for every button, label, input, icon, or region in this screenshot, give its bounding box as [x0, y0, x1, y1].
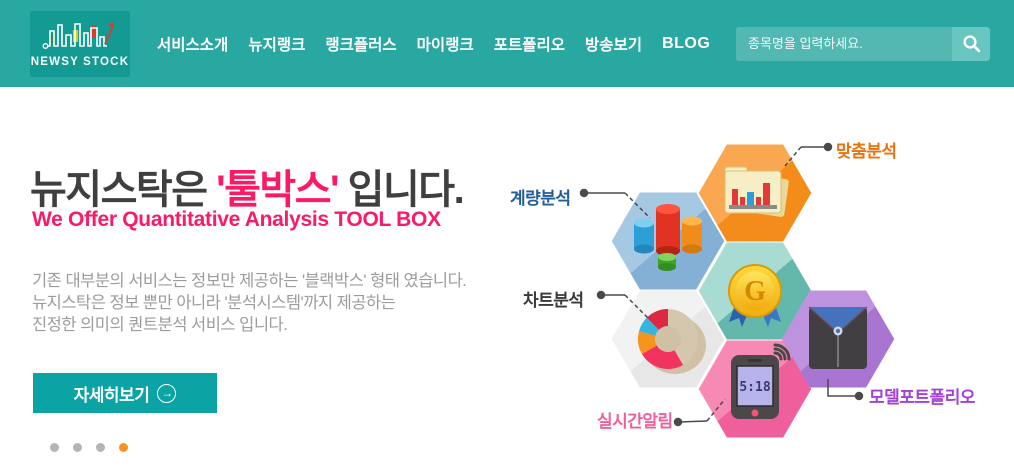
cylinder-bar-chart-icon	[634, 204, 702, 271]
carousel-dot-4-active[interactable]	[119, 443, 128, 452]
nav-item-rank-plus[interactable]: 랭크플러스	[325, 36, 397, 54]
search-button[interactable]	[952, 26, 990, 61]
see-more-label: 자세히보기	[73, 385, 150, 405]
headline-suffix: 입니다.	[338, 168, 465, 212]
feature-hexagon-diagram: G	[460, 117, 1014, 467]
see-more-button[interactable]: 자세히보기 →	[33, 373, 217, 413]
label-custom-analysis: 맞춤분석	[836, 142, 897, 161]
nav-item-broadcast[interactable]: 방송보기	[585, 36, 643, 54]
nav-item-blog[interactable]: BLOG	[662, 34, 711, 52]
description-line: 기존 대부분의 서비스는 정보만 제공하는 '블랙박스' 형태 였습니다.	[32, 272, 467, 290]
label-model-portfolio: 모델포트폴리오	[869, 388, 975, 407]
carousel-dot-1[interactable]	[50, 443, 59, 452]
donut-chart-icon	[637, 308, 706, 374]
main-nav: 서비스소개 뉴지랭크 랭크플러스 마이랭크 포트폴리오 방송보기 BLOG	[147, 23, 720, 65]
carousel-dot-2[interactable]	[73, 443, 82, 452]
label-quant-analysis: 계량분석	[510, 189, 571, 208]
label-chart-analysis: 차트분석	[523, 291, 584, 310]
page-title: 뉴지스탁은 '툴박스' 입니다.	[30, 157, 465, 215]
hero-description: 기존 대부분의 서비스는 정보만 제공하는 '블랙박스' 형태 였습니다. 뉴지…	[32, 270, 467, 336]
logo[interactable]: NEWSY STOCK	[30, 10, 130, 77]
hero-banner: 뉴지스탁은 '툴박스' 입니다. We Offer Quantitative A…	[0, 87, 1014, 467]
headline-accent: '툴박스'	[216, 168, 339, 212]
logo-chart-icon	[42, 22, 114, 50]
gold-medal-icon: G	[728, 264, 782, 327]
nav-item-newsy-rank[interactable]: 뉴지랭크	[248, 36, 306, 54]
alarm-phone-icon: 5:18	[731, 343, 791, 419]
carousel-dot-3[interactable]	[96, 443, 105, 452]
hexagon-graphic: G	[579, 142, 895, 438]
medal-letter: G	[744, 276, 766, 307]
label-realtime-alert: 실시간알림	[597, 412, 673, 431]
search-icon	[962, 35, 980, 53]
callout-connectors	[579, 142, 864, 427]
arrow-right-circle-icon: →	[157, 383, 177, 403]
carousel-dots	[50, 443, 128, 452]
portfolio-bag-icon	[808, 306, 868, 369]
nav-item-service-intro[interactable]: 서비스소개	[157, 36, 229, 54]
headline-prefix: 뉴지스탁은	[30, 168, 217, 212]
description-line: 뉴지스탁은 정보 뿐만 아니라 '분석시스템'까지 제공하는	[32, 294, 396, 312]
top-navigation-bar: NEWSY STOCK 서비스소개 뉴지랭크 랭크플러스 마이랭크 포트폴리오 …	[0, 0, 1014, 87]
stock-search-input[interactable]	[736, 26, 952, 61]
description-line: 진정한 의미의 퀀트분석 서비스 입니다.	[32, 316, 288, 334]
stock-search-box	[736, 26, 990, 61]
nav-item-portfolio[interactable]: 포트폴리오	[493, 36, 566, 54]
hero-subtitle: We Offer Quantitative Analysis TOOL BOX	[32, 208, 441, 231]
nav-item-my-rank[interactable]: 마이랭크	[416, 36, 474, 54]
phone-time: 5:18	[739, 380, 770, 395]
folder-chart-icon	[724, 166, 789, 217]
logo-wordmark: NEWSY STOCK	[30, 56, 130, 68]
